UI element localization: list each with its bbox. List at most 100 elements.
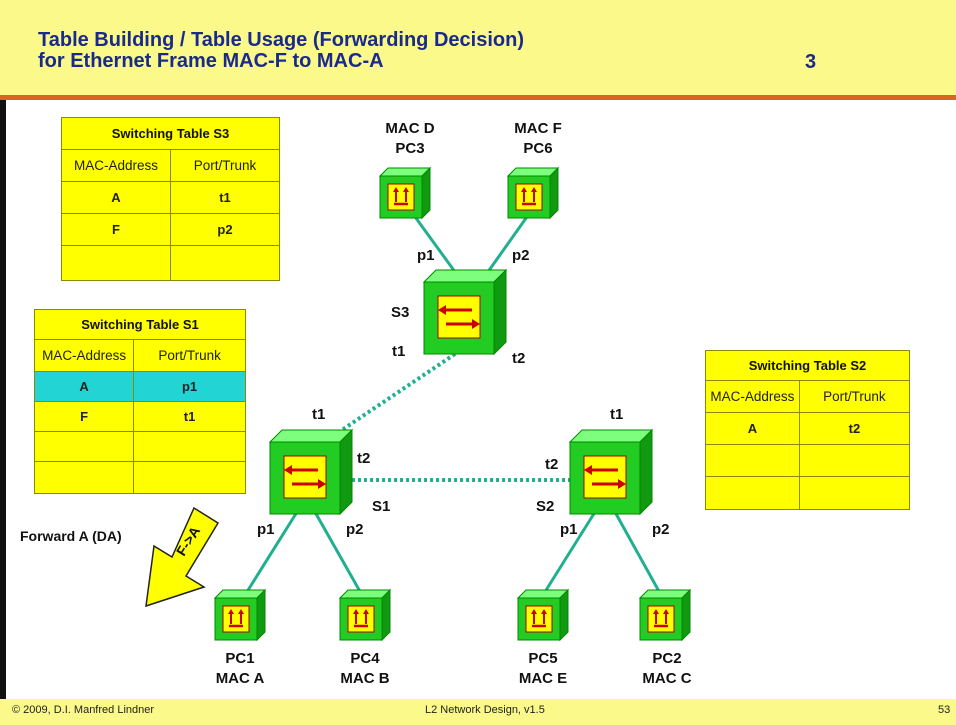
mac-cell bbox=[705, 476, 800, 510]
pc3-name-label: PC3 bbox=[395, 140, 425, 157]
switch-s2-label: S2 bbox=[536, 498, 555, 515]
pc6-name-label: PC6 bbox=[523, 140, 553, 157]
table-row bbox=[61, 245, 280, 281]
mac-cell: F bbox=[61, 213, 171, 246]
slide-title: Table Building / Table Usage (Forwarding… bbox=[38, 30, 524, 72]
port-label-s2-t1: t1 bbox=[610, 406, 624, 423]
port-cell bbox=[170, 245, 280, 281]
pc6-icon bbox=[506, 166, 560, 220]
pc1-name-label: PC1 bbox=[225, 650, 255, 667]
title-line-1: Table Building / Table Usage (Forwarding… bbox=[38, 29, 524, 51]
port-cell bbox=[133, 431, 246, 462]
port-label-s3-t2: t2 bbox=[512, 350, 526, 367]
port-cell: t2 bbox=[798, 412, 911, 445]
pc4-name-label: PC4 bbox=[350, 650, 380, 667]
footer-page-number: 53 bbox=[938, 704, 951, 716]
link-s1-pc1 bbox=[243, 511, 299, 596]
table-caption: Switching Table S3 bbox=[61, 117, 280, 150]
switch-s3-icon bbox=[422, 268, 508, 356]
table-row bbox=[33, 461, 246, 494]
pc4-mac-label: MAC B bbox=[340, 670, 390, 687]
pc1-icon bbox=[213, 588, 267, 642]
port-cell bbox=[798, 444, 911, 477]
forward-decision-label: Forward A (DA) bbox=[20, 528, 122, 544]
port-cell bbox=[133, 461, 246, 494]
port-label-s2-t2: t2 bbox=[545, 456, 559, 473]
slide-header bbox=[0, 0, 956, 95]
pc2-mac-label: MAC C bbox=[642, 670, 692, 687]
port-label-s3-t1: t1 bbox=[392, 343, 406, 360]
port-cell bbox=[798, 476, 911, 510]
slide-step-number: 3 bbox=[805, 51, 817, 73]
pc6-label: MAC F PC6 bbox=[508, 119, 568, 159]
pc4-icon bbox=[338, 588, 392, 642]
table-row bbox=[705, 476, 911, 510]
link-s1-pc4 bbox=[313, 511, 364, 596]
port-cell: t1 bbox=[170, 181, 280, 214]
column-header-port: Port/Trunk bbox=[133, 339, 246, 372]
slide-footer: © 2009, D.I. Manfred Lindner L2 Network … bbox=[0, 699, 956, 725]
port-label-s1-p1: p1 bbox=[257, 521, 275, 538]
mac-cell bbox=[33, 461, 135, 494]
link-pc6-s3 bbox=[483, 213, 531, 277]
port-cell: p1 bbox=[133, 371, 246, 402]
switch-s1-icon bbox=[268, 428, 354, 516]
pc5-mac-label: MAC E bbox=[518, 670, 568, 687]
column-header-mac: MAC-Address bbox=[705, 380, 800, 413]
port-cell: t1 bbox=[133, 401, 246, 432]
forward-arrow bbox=[145, 506, 220, 608]
slide-frame bbox=[0, 0, 6, 725]
mac-cell: A bbox=[33, 371, 135, 402]
port-label-s3-p2: p2 bbox=[512, 247, 530, 264]
table-row bbox=[705, 444, 911, 477]
switch-s3-label: S3 bbox=[391, 304, 410, 321]
port-label-s3-p1: p1 bbox=[417, 247, 435, 264]
header-rule bbox=[0, 95, 956, 100]
table-row bbox=[33, 431, 246, 462]
mac-cell bbox=[33, 431, 135, 462]
pc3-icon bbox=[378, 166, 432, 220]
mac-cell bbox=[705, 444, 800, 477]
link-s3-s1 bbox=[328, 352, 457, 440]
link-s2-pc5 bbox=[541, 511, 597, 596]
column-header-port: Port/Trunk bbox=[170, 149, 280, 182]
column-header-mac: MAC-Address bbox=[33, 339, 135, 372]
pc3-mac-label: MAC D bbox=[385, 120, 435, 137]
link-pc3-s3 bbox=[411, 213, 460, 277]
mac-cell: F bbox=[33, 401, 135, 432]
mac-cell bbox=[61, 245, 171, 281]
link-s2-pc2 bbox=[613, 511, 663, 596]
pc6-mac-label: MAC F bbox=[514, 120, 562, 137]
port-label-s1-p2: p2 bbox=[346, 521, 364, 538]
port-label-s2-p2: p2 bbox=[652, 521, 670, 538]
port-cell: p2 bbox=[170, 213, 280, 246]
footer-copyright: © 2009, D.I. Manfred Lindner bbox=[12, 704, 155, 716]
column-header-port: Port/Trunk bbox=[798, 380, 911, 413]
mac-cell: A bbox=[705, 412, 800, 445]
pc1-mac-label: MAC A bbox=[215, 670, 265, 687]
title-line-2: for Ethernet Frame MAC-F to MAC-A bbox=[38, 50, 384, 72]
pc2-name-label: PC2 bbox=[652, 650, 682, 667]
footer-course-title: L2 Network Design, v1.5 bbox=[425, 704, 545, 716]
pc5-name-label: PC5 bbox=[528, 650, 558, 667]
pc2-icon bbox=[638, 588, 692, 642]
port-label-s1-t1: t1 bbox=[312, 406, 326, 423]
table-caption: Switching Table S1 bbox=[34, 309, 246, 340]
port-label-s2-p1: p1 bbox=[560, 521, 578, 538]
pc5-icon bbox=[516, 588, 570, 642]
port-label-s1-t2: t2 bbox=[357, 450, 371, 467]
pc3-label: MAC D PC3 bbox=[380, 119, 440, 159]
switch-s2-icon bbox=[568, 428, 654, 516]
